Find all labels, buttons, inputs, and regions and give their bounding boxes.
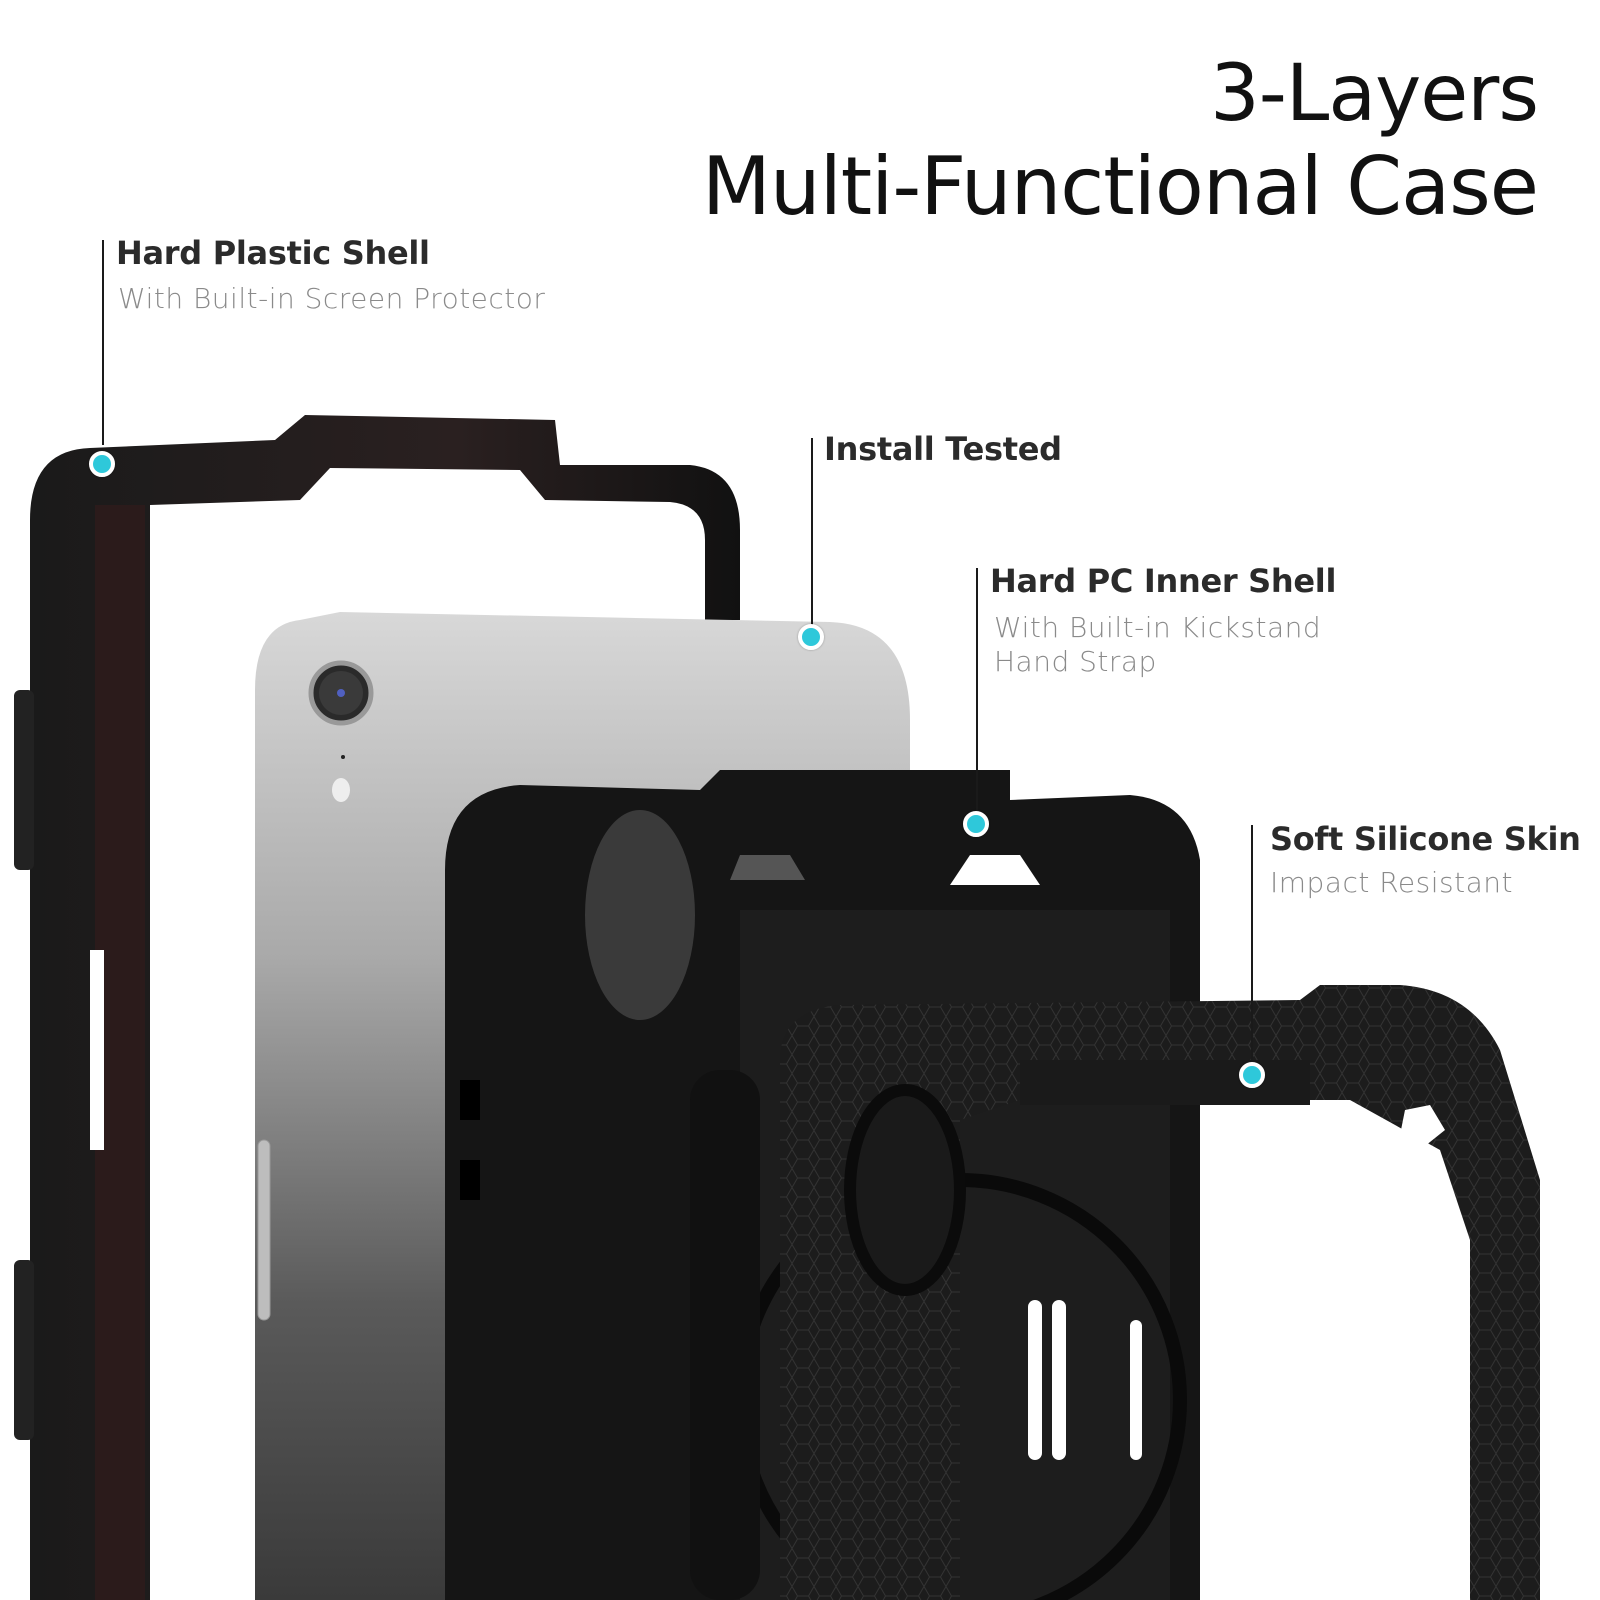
callout-heading: Hard Plastic Shell bbox=[116, 234, 430, 272]
headline-line-2: Multi-Functional Case bbox=[701, 140, 1539, 233]
callout-subtext: Impact Resistant bbox=[1270, 866, 1513, 899]
leader-line bbox=[811, 438, 813, 628]
leader-line bbox=[976, 568, 978, 816]
leader-line bbox=[102, 240, 104, 445]
headline-line-1: 3-Layers bbox=[1210, 49, 1539, 139]
headline: 3-Layers Multi-Functional Case bbox=[701, 48, 1539, 234]
callout-heading: Install Tested bbox=[824, 430, 1062, 468]
callout-subtext: With Built-in Kickstand bbox=[994, 611, 1322, 644]
marker-dot-icon bbox=[963, 811, 989, 837]
marker-dot-icon bbox=[798, 624, 824, 650]
callout-subtext: With Built-in Screen Protector bbox=[118, 282, 546, 315]
hard-plastic-shell-illustration bbox=[14, 415, 740, 1600]
callout-heading: Hard PC Inner Shell bbox=[990, 562, 1337, 600]
marker-dot-icon bbox=[1239, 1062, 1265, 1088]
callout-subtext: Hand Strap bbox=[994, 645, 1157, 678]
callout-heading: Soft Silicone Skin bbox=[1270, 820, 1581, 858]
marker-dot-icon bbox=[89, 451, 115, 477]
leader-line bbox=[1251, 825, 1253, 1067]
silicone-skin-illustration bbox=[690, 985, 1540, 1600]
